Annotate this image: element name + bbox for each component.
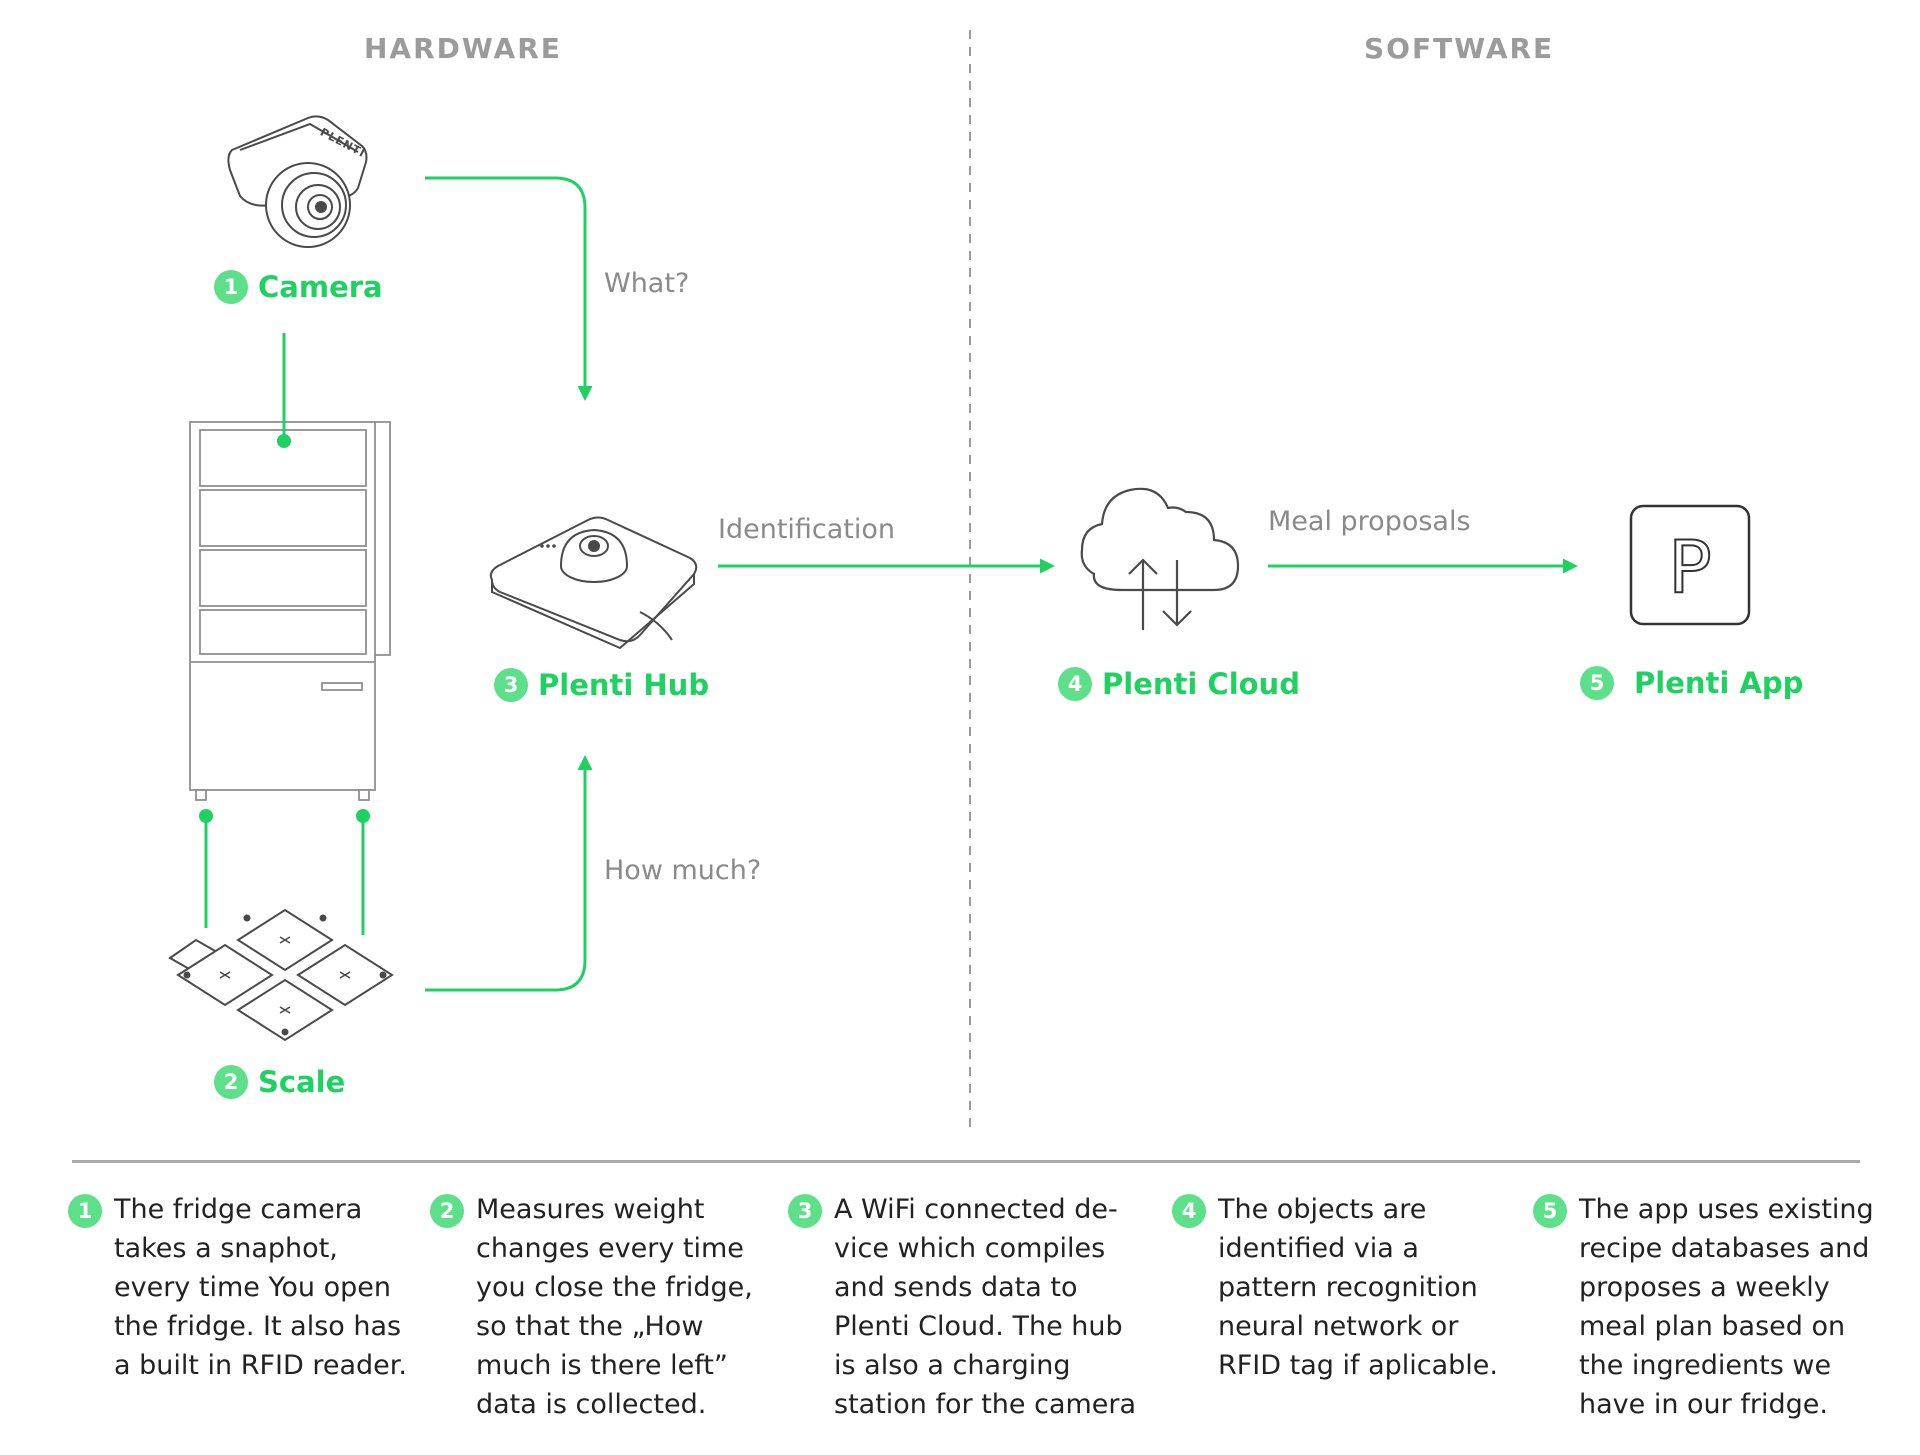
app-icon-letter: P — [1668, 525, 1711, 609]
node-scale: 2 Scale — [214, 1065, 345, 1099]
description-number-badge: 1 — [68, 1194, 102, 1228]
section-title-hardware: HARDWARE — [364, 32, 562, 65]
description-number-badge: 4 — [1172, 1194, 1206, 1228]
camera-to-hub-arrow — [425, 176, 593, 401]
description-text: A WiFi connected de- vice which compiles… — [834, 1194, 1137, 1420]
edge-label-meal-proposals: Meal proposals — [1268, 506, 1471, 537]
camera-icon: PLENTI — [227, 115, 368, 248]
node-label-camera: Camera — [258, 270, 383, 304]
scale-to-hub-arrow — [425, 755, 593, 992]
edge-label-what: What? — [604, 268, 690, 299]
node-camera: 1 Camera — [214, 270, 383, 304]
edge-label-how-much: How much? — [604, 855, 762, 886]
node-label-app: Plenti App — [1634, 666, 1804, 700]
node-number-badge: 4 — [1058, 667, 1092, 701]
description-hub: 3 A WiFi connected de- vice which compil… — [788, 1190, 1136, 1424]
section-title-software: SOFTWARE — [1364, 32, 1555, 65]
node-label-scale: Scale — [258, 1065, 346, 1099]
description-number-badge: 2 — [430, 1194, 464, 1228]
node-hub: 3 Plenti Hub — [494, 668, 709, 702]
description-number-badge: 5 — [1533, 1194, 1567, 1228]
hub-icon — [489, 516, 698, 650]
description-text: The objects are identified via a pattern… — [1218, 1194, 1498, 1381]
node-number-badge: 2 — [214, 1065, 248, 1099]
description-cloud: 4 The objects are identified via a patte… — [1172, 1190, 1498, 1385]
fridge-icon — [189, 421, 391, 801]
node-cloud: 4 Plenti Cloud — [1058, 667, 1300, 701]
scale-pads-icon — [168, 908, 394, 1042]
node-label-cloud: Plenti Cloud — [1102, 667, 1300, 701]
node-number-badge: 3 — [494, 668, 528, 702]
description-text: The app uses existing recipe databases a… — [1579, 1194, 1874, 1420]
node-app: 5 Plenti App — [1580, 666, 1803, 700]
node-number-badge: 5 — [1580, 666, 1614, 700]
description-scale: 2 Measures weight changes every time you… — [430, 1190, 753, 1424]
edge-label-identification: Identification — [718, 514, 896, 545]
node-label-hub: Plenti Hub — [538, 668, 710, 702]
connectors — [204, 176, 1578, 992]
description-number-badge: 3 — [788, 1194, 822, 1228]
app-icon: P — [1629, 504, 1751, 626]
legend-divider — [72, 1160, 1860, 1163]
description-camera: 1 The fridge camera takes a snaphot, eve… — [68, 1190, 407, 1385]
description-text: The fridge camera takes a snaphot, every… — [114, 1194, 407, 1381]
description-text: Measures weight changes every time you c… — [476, 1194, 753, 1420]
connector-dots — [199, 434, 370, 823]
node-number-badge: 1 — [214, 270, 248, 304]
cloud-sync-icon — [1080, 487, 1240, 630]
description-app: 5 The app uses existing recipe databases… — [1533, 1190, 1874, 1424]
